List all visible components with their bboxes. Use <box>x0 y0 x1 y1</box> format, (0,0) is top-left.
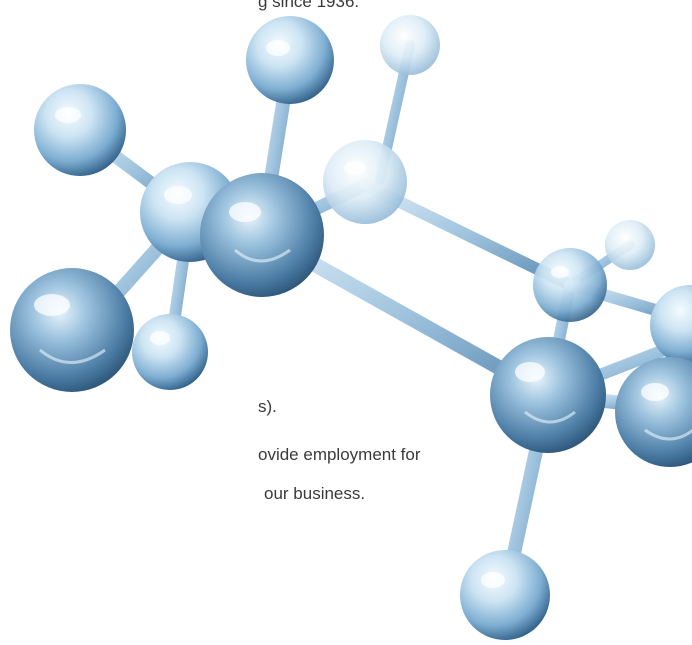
atom-highlights <box>34 40 669 588</box>
molecule-atoms <box>10 15 692 640</box>
atom-reflections <box>39 248 692 441</box>
